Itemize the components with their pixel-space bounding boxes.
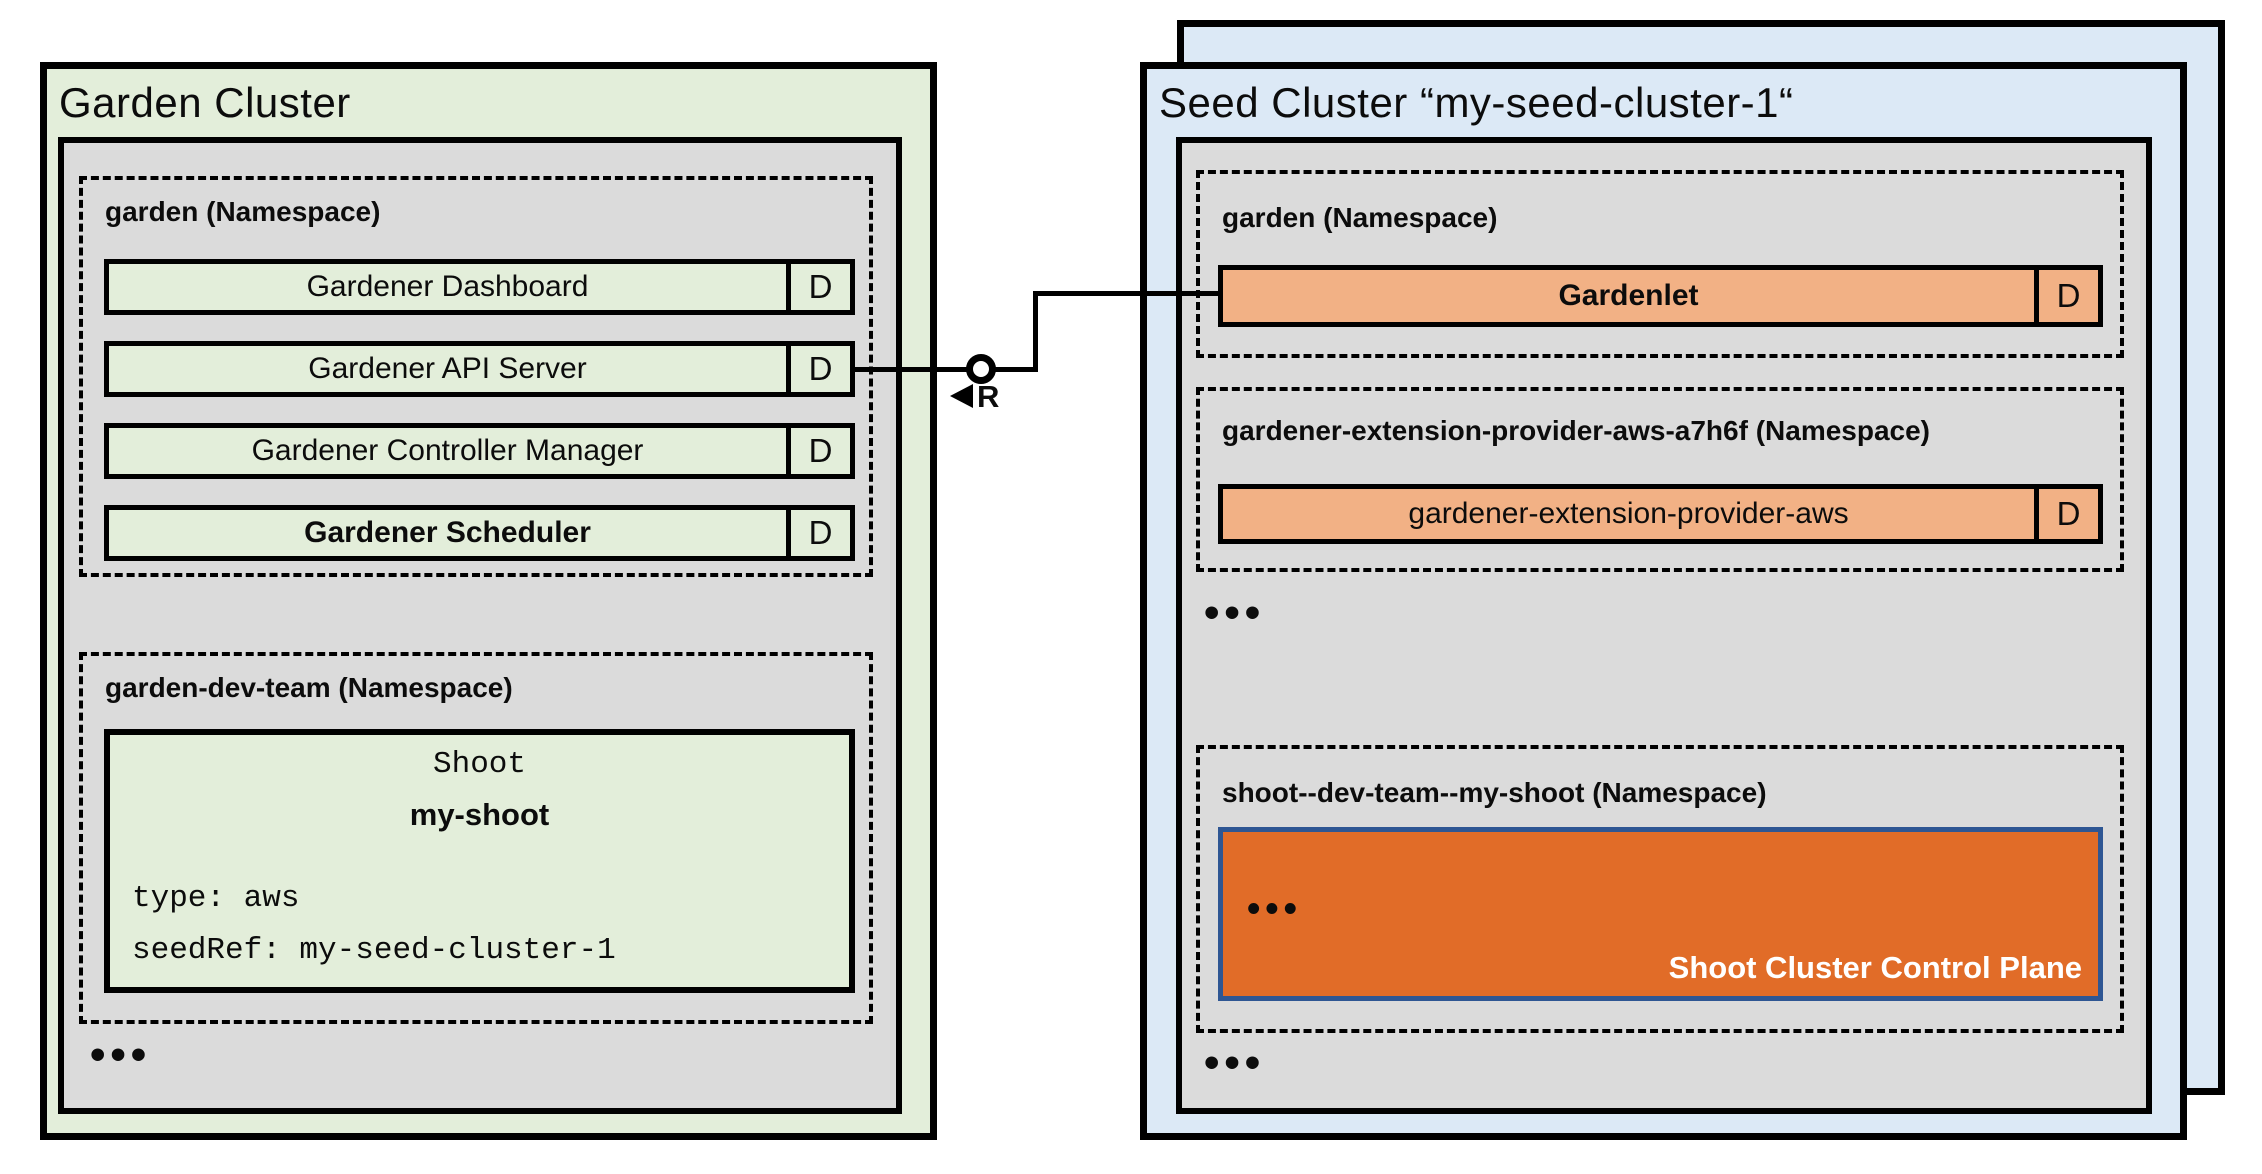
seed-cluster-box: Seed Cluster “my-seed-cluster-1“ garden … — [1140, 62, 2187, 1140]
connector-line-horizontal-left — [855, 367, 1038, 372]
shoot-spec-type: type: aws — [132, 881, 300, 916]
gardener-controller-manager-node: Gardener Controller Manager D — [104, 423, 855, 479]
deployment-badge: D — [786, 510, 850, 556]
deployment-badge: D — [786, 264, 850, 310]
seed-cluster-title: Seed Cluster “my-seed-cluster-1“ — [1159, 79, 1794, 126]
gardener-dashboard-node: Gardener Dashboard D — [104, 259, 855, 315]
shoot-spec-seedref: seedRef: my-seed-cluster-1 — [132, 933, 616, 968]
extension-provider-node: gardener-extension-provider-aws D — [1218, 484, 2103, 544]
extension-provider-label: gardener-extension-provider-aws — [1408, 497, 1849, 530]
gardener-api-server-node: Gardener API Server D — [104, 341, 855, 397]
deployment-badge: D — [2034, 270, 2098, 322]
gardener-scheduler-label: Gardener Scheduler — [304, 516, 591, 549]
garden-dev-team-namespace-label: garden-dev-team (Namespace) — [105, 672, 513, 703]
connector-r-marker: R — [977, 379, 1000, 414]
control-plane-label: Shoot Cluster Control Plane — [1668, 950, 2082, 985]
deployment-badge: D — [786, 346, 850, 392]
shoot-namespace-box: shoot--dev-team--my-shoot (Namespace) ••… — [1196, 745, 2124, 1033]
watch-direction-arrow-icon — [950, 384, 973, 408]
extension-provider-namespace-label: gardener-extension-provider-aws-a7h6f (N… — [1222, 415, 1930, 446]
gardener-scheduler-node: Gardener Scheduler D — [104, 505, 855, 561]
seed-cluster-panel: garden (Namespace) Gardenlet D gardener-… — [1176, 137, 2152, 1114]
garden-namespace-label: garden (Namespace) — [105, 196, 381, 227]
seed-garden-namespace-box: garden (Namespace) Gardenlet D — [1196, 170, 2124, 358]
gardenlet-label: Gardenlet — [1558, 279, 1699, 312]
garden-namespace-box: garden (Namespace) Gardener Dashboard D … — [79, 176, 873, 577]
garden-cluster-box: Garden Cluster garden (Namespace) Garden… — [40, 62, 937, 1140]
connector-endpoint-circle-icon — [966, 354, 996, 384]
garden-dev-team-namespace-box: garden-dev-team (Namespace) Shoot my-sho… — [79, 652, 873, 1024]
shoot-resource-kind: Shoot — [432, 747, 526, 782]
gardenlet-node: Gardenlet D — [1218, 265, 2103, 327]
gardener-controller-manager-label: Gardener Controller Manager — [251, 434, 644, 467]
gardener-api-server-label: Gardener API Server — [308, 352, 587, 385]
garden-cluster-title: Garden Cluster — [59, 79, 351, 126]
connector-line-vertical — [1033, 291, 1038, 372]
gardener-dashboard-label: Gardener Dashboard — [306, 270, 589, 303]
deployment-badge: D — [786, 428, 850, 474]
shoot-resource-node: Shoot my-shoot type: aws seedRef: my-see… — [104, 729, 855, 993]
seed-garden-namespace-label: garden (Namespace) — [1222, 202, 1498, 233]
control-plane-ellipsis: ••• — [1247, 888, 1302, 930]
seed-cluster-ellipsis-1: ••• — [1204, 588, 1266, 637]
connector-line-horizontal-right — [1033, 291, 1219, 296]
deployment-badge: D — [2034, 489, 2098, 539]
garden-cluster-panel: garden (Namespace) Gardener Dashboard D … — [58, 137, 902, 1114]
shoot-resource-name: my-shoot — [409, 797, 550, 832]
garden-cluster-ellipsis: ••• — [90, 1030, 152, 1079]
extension-provider-namespace-box: gardener-extension-provider-aws-a7h6f (N… — [1196, 387, 2124, 572]
shoot-control-plane-node: ••• Shoot Cluster Control Plane — [1218, 827, 2103, 1001]
seed-cluster-ellipsis-2: ••• — [1204, 1038, 1266, 1087]
shoot-namespace-label: shoot--dev-team--my-shoot (Namespace) — [1222, 777, 1767, 808]
